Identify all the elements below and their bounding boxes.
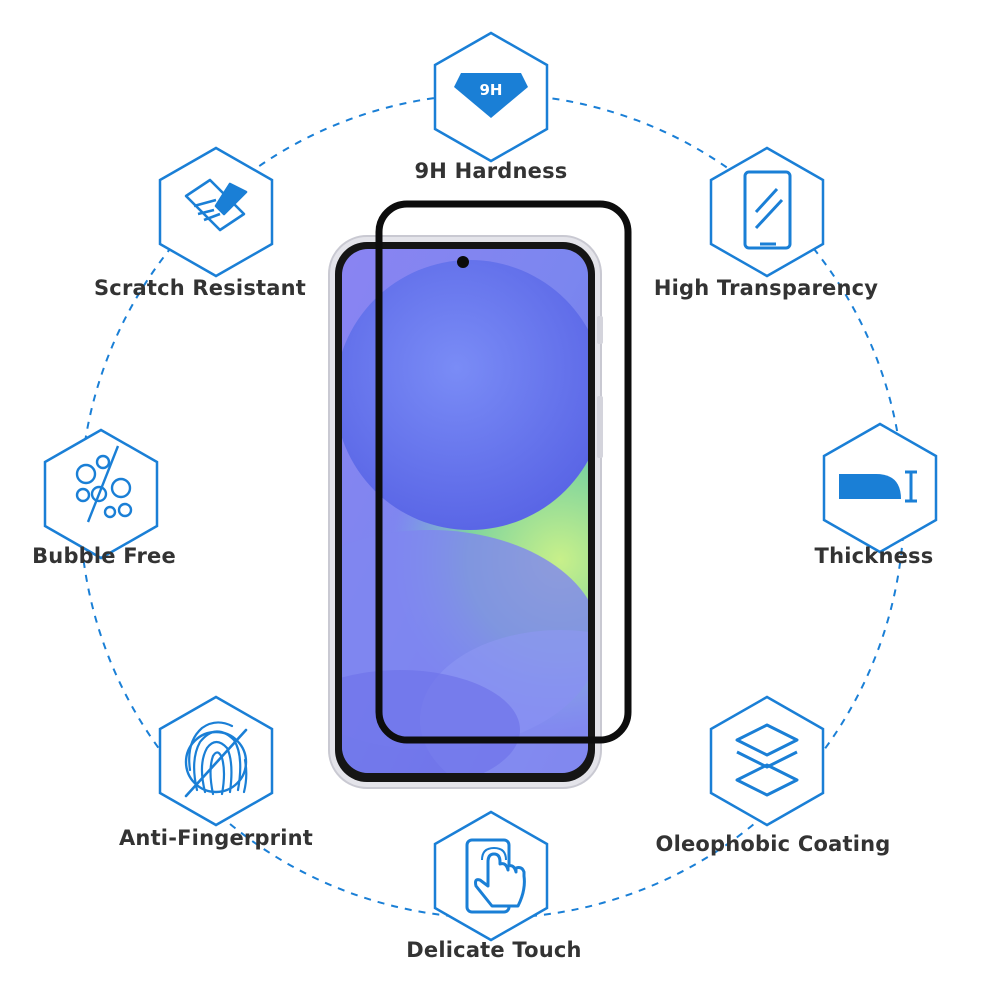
- label-anti-fingerprint: Anti-Fingerprint: [118, 826, 314, 850]
- feature-icon-scratch-resistant: [158, 146, 274, 278]
- touch-hand-icon: [465, 838, 526, 914]
- fingerprint-icon: [184, 721, 248, 798]
- label-scratch-resistant: Scratch Resistant: [93, 276, 307, 300]
- hexagon-frame: [709, 146, 825, 278]
- thickness-gauge-icon: [839, 470, 917, 503]
- feature-icon-delicate-touch: [433, 810, 549, 942]
- layers-icon: [735, 723, 799, 797]
- label-delicate-touch: Delicate Touch: [406, 938, 582, 962]
- screen-protector-outline: [375, 200, 632, 744]
- hexagon-frame: [709, 695, 825, 827]
- phone-illustration: [328, 235, 603, 789]
- feature-icon-anti-fingerprint: [158, 695, 274, 827]
- diamond-9h-icon: 9H: [454, 73, 528, 118]
- phone-screen: [342, 249, 588, 773]
- feature-icon-high-transparency: [709, 146, 825, 278]
- front-camera: [457, 256, 469, 268]
- feature-icon-9h-hardness: 9H: [433, 31, 549, 163]
- hexagon-frame: [158, 695, 274, 827]
- bubbles-icon: [75, 445, 133, 523]
- label-thickness: Thickness: [814, 544, 934, 568]
- feature-icon-bubble-free: [43, 428, 159, 560]
- feature-icon-oleophobic-coating: [709, 695, 825, 827]
- diamond-9h-text: 9H: [480, 81, 503, 99]
- hexagon-frame: [43, 428, 159, 560]
- phone-glass-icon: [743, 170, 792, 250]
- label-oleophobic-coating: Oleophobic Coating: [655, 832, 891, 856]
- label-bubble-free: Bubble Free: [32, 544, 176, 568]
- label-9h-hardness: 9H Hardness: [414, 159, 568, 183]
- hexagon-frame: [158, 146, 274, 278]
- scratch-icon: [184, 178, 248, 232]
- label-high-transparency: High Transparency: [653, 276, 879, 300]
- feature-icon-thickness: [822, 422, 938, 554]
